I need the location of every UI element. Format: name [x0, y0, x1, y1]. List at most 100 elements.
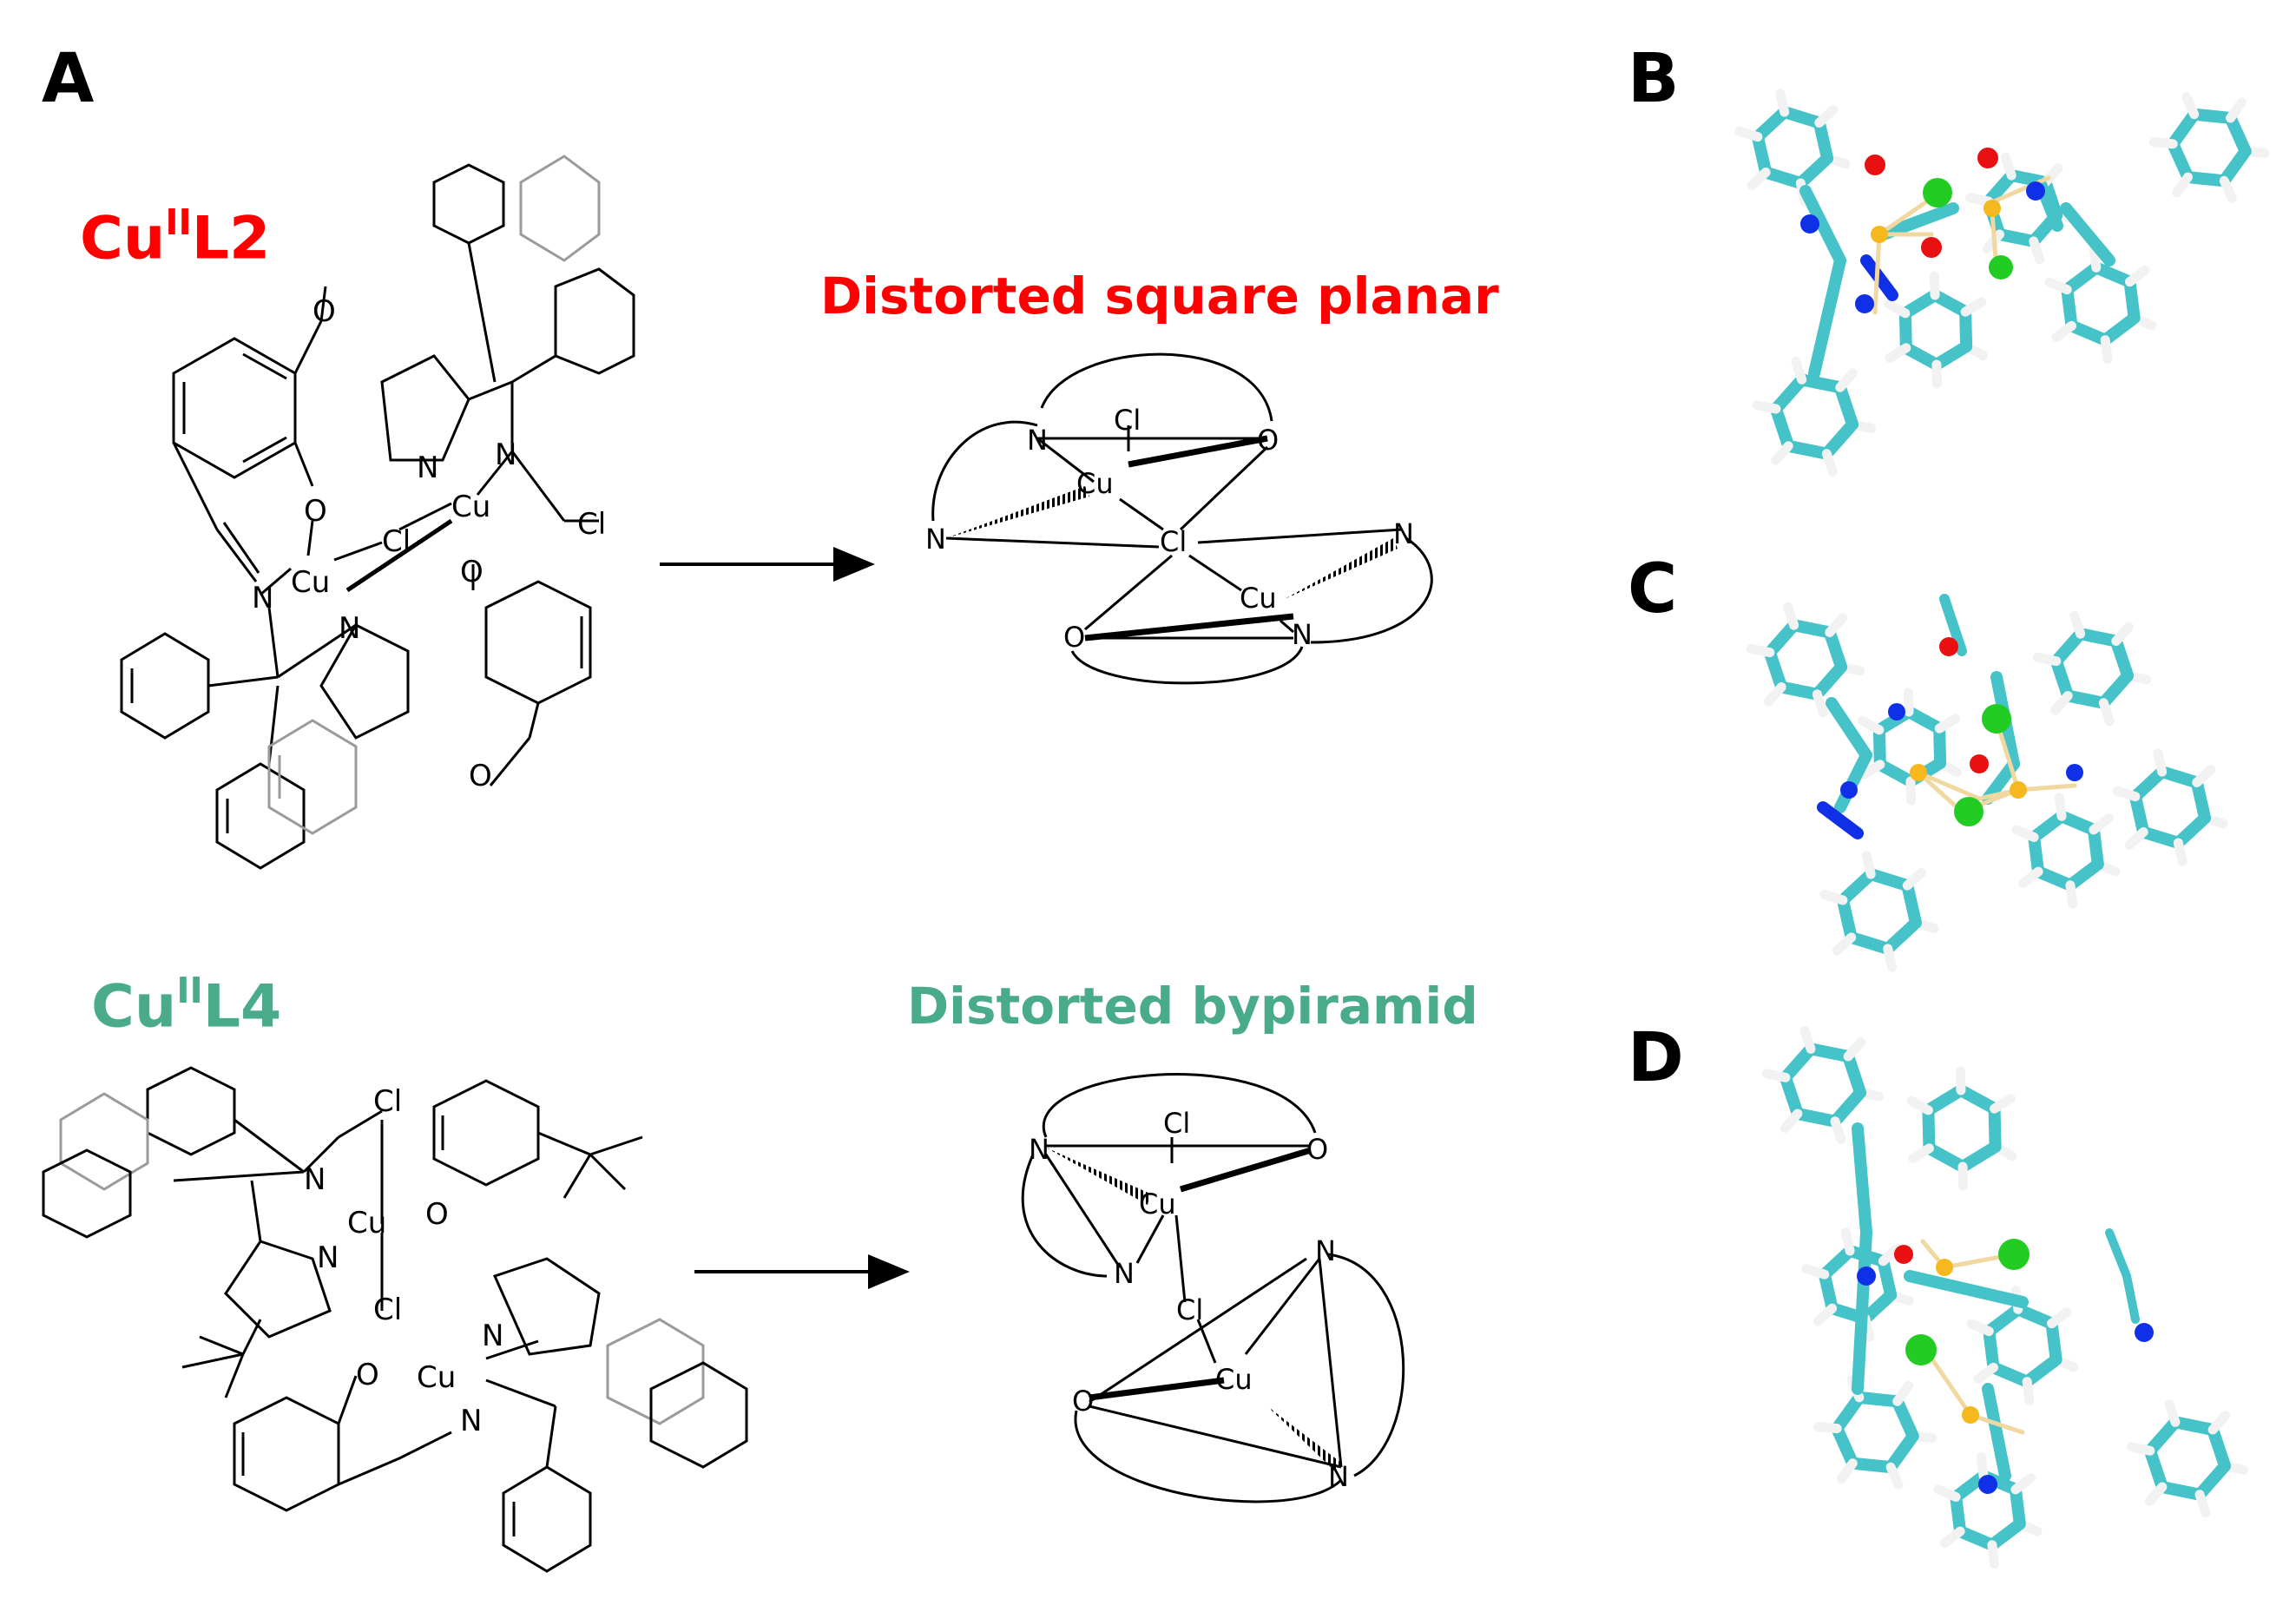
hydrogen-bond: [1904, 688, 1914, 717]
carbon-bond: [1957, 1141, 2002, 1173]
atom-label: O: [312, 294, 336, 329]
benzene-ring-rear: [606, 1318, 705, 1425]
panel-label-c: C: [1628, 550, 1678, 628]
carbon-bond: [1939, 594, 1967, 656]
compound-l2-oxidation: II: [165, 201, 192, 243]
atom-label: N: [460, 1404, 482, 1438]
hydrogen-bond: [2173, 838, 2187, 866]
metal-bond: [1916, 770, 1964, 814]
hydrogen-bond: [2098, 698, 2115, 727]
atom-label: N: [417, 451, 438, 485]
nitrogen-bond: [1817, 801, 1864, 839]
oxygen-atom: [1865, 155, 1885, 175]
hydrogen-bond: [2207, 1411, 2231, 1435]
hydrogen-bond: [2051, 320, 2076, 343]
benzene-ring: [502, 1465, 592, 1573]
hydrogen-bond: [1835, 368, 1858, 392]
hydrogen-bond: [1812, 689, 1828, 718]
carbon-bond: [1982, 1383, 2011, 1482]
hydrogen-bond: [1878, 1243, 1902, 1267]
pyrrolidine-ring: [319, 623, 410, 740]
hydrogen-bond: [1836, 1458, 1858, 1484]
carbon-bond: [2122, 1272, 2140, 1324]
hydrogen-bond: [2065, 880, 2078, 910]
hydrogen-bond: [1973, 1362, 1998, 1385]
schematic-bypiramid: [1021, 1073, 1405, 1503]
hydrogen-bond: [1964, 193, 1994, 207]
carbon-bond: [2109, 635, 2135, 682]
hydrogen-bond: [2089, 813, 2114, 835]
hydrogen-bond: [1775, 89, 1790, 117]
carbon-bond: [1826, 697, 1872, 761]
hydrogen-bond: [1783, 602, 1799, 630]
carbon-bond: [1954, 1084, 2001, 1115]
chlorine-atom: [1954, 797, 1984, 826]
hydrogen-bond: [2219, 175, 2237, 203]
hydrogen-bond: [1934, 714, 1961, 734]
carbon-bond: [2155, 1480, 2206, 1501]
hydrogen-bond: [1885, 343, 1911, 363]
nitrogen-atom: [1888, 703, 1905, 720]
benzene-ring: [484, 580, 592, 705]
atom-label: Cl: [1176, 1293, 1203, 1326]
atom-label: Cl: [382, 524, 411, 559]
atom-label: N: [252, 581, 273, 615]
carbon-bond: [1779, 1071, 1804, 1120]
hydrogen-bond: [1761, 1069, 1791, 1082]
hydrogen-bond: [2011, 825, 2039, 842]
pyrrolidine-ring: [224, 1240, 332, 1339]
atom-label: O: [304, 494, 327, 529]
atom-label: N: [1315, 1234, 1336, 1267]
hydrogen-bond: [1892, 1380, 1914, 1406]
hydrogen-bond: [1812, 1421, 1842, 1434]
hydrogen-bond: [1780, 1109, 1803, 1133]
benzene-ring: [146, 1066, 236, 1156]
compound-l4-prefix: Cu: [91, 972, 177, 1042]
carbon-bond: [2207, 1424, 2232, 1472]
hydrogen-bond: [1906, 1096, 1933, 1115]
structure-cu2-l2-atoms: O Cu Cl N N Cu N N O Cl O O: [252, 294, 606, 793]
atom-label: O: [1257, 424, 1279, 457]
compound-l2-prefix: Cu: [80, 204, 166, 273]
metal-bond: [2016, 783, 2077, 793]
atom-label: Cl: [1160, 525, 1187, 558]
schematic-square-planar: [931, 352, 1433, 685]
hydrogen-bond: [2032, 652, 2062, 667]
hydrogen-bond: [1858, 715, 1885, 735]
carbon-bond: [1834, 749, 1872, 813]
carbon-bond: [1983, 1325, 2000, 1374]
atom-label: N: [925, 523, 946, 556]
atom-label: O: [469, 759, 492, 793]
oxygen-atom: [1970, 754, 1989, 773]
atom-label: O: [1072, 1385, 1094, 1418]
hydrogen-bond: [1902, 867, 1926, 891]
hydrogen-bond: [2018, 866, 2043, 888]
carbon-bond: [1852, 1227, 1872, 1395]
atom-label: O: [1063, 621, 1085, 654]
atom-label: O: [460, 555, 484, 589]
oxygen-atom: [1939, 637, 1958, 656]
hydrogen-bond: [1746, 643, 1775, 658]
carbon-bond: [2190, 776, 2212, 825]
hydrogen-bond: [2164, 1398, 2181, 1427]
atom-label: Cl: [577, 507, 606, 542]
hydrogen-bond: [2044, 277, 2072, 295]
molecular-render-b: [1734, 89, 2270, 477]
benzene-ring: [233, 1396, 340, 1512]
nitrogen-atom: [1857, 1267, 1876, 1286]
molecular-render-d: [1761, 1025, 2249, 1569]
nitrogen-atom: [2066, 764, 2083, 781]
hydrogen-bond: [2144, 1482, 2168, 1506]
carbon-bond: [2143, 1416, 2182, 1457]
carbon-bond: [1820, 418, 1859, 460]
carbon-bond: [2123, 275, 2141, 325]
atom-label: N: [495, 438, 516, 472]
hydrogen-bond: [2125, 265, 2150, 287]
hydrogen-bond: [2192, 765, 2216, 787]
carbon-bond: [1836, 893, 1858, 944]
panel-label-a: A: [42, 40, 95, 118]
hydrogen-bond: [1966, 1319, 1994, 1337]
atom-label: N: [339, 611, 360, 646]
hydrogen-bond: [2148, 137, 2178, 149]
hydrogen-bond: [2069, 610, 2086, 639]
